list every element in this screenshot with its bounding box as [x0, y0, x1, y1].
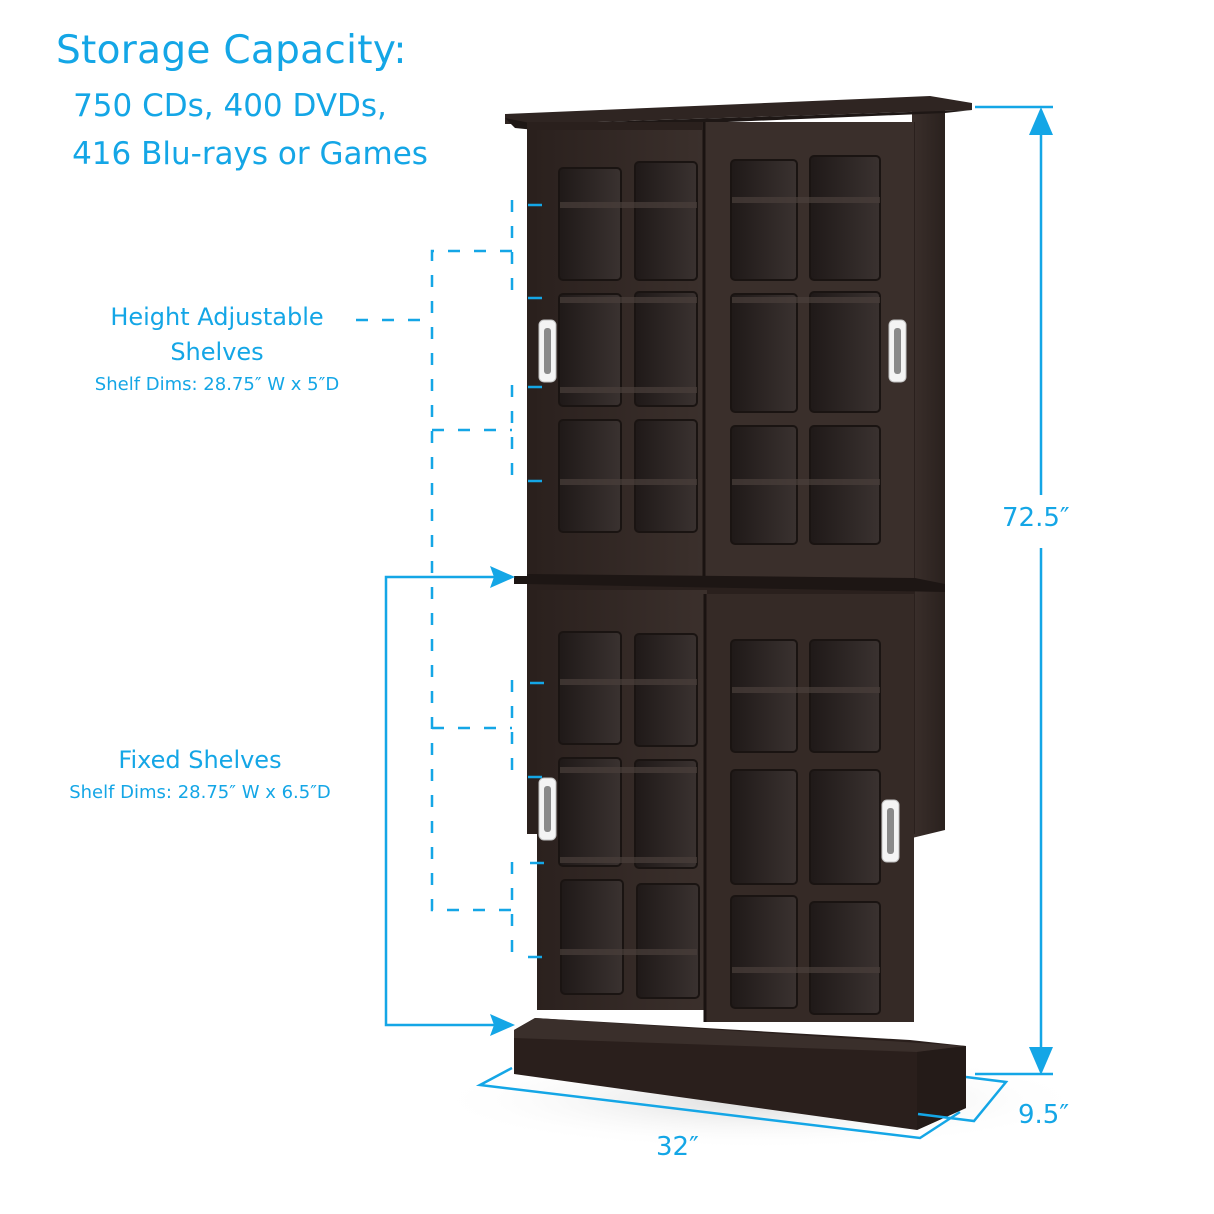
depth-dimension: 9.5″ — [1018, 1100, 1070, 1130]
width-dimension: 32″ — [656, 1132, 699, 1162]
fixed-shelf-dims: Shelf Dims: 28.75″ W x 6.5″D — [69, 782, 331, 803]
shelf-brackets — [356, 200, 514, 955]
adjustable-shelves-label-2: Shelves — [170, 338, 264, 366]
adjustable-shelves-label: Height Adjustable — [110, 303, 324, 331]
fixed-shelves-label: Fixed Shelves — [118, 746, 282, 774]
shelf-tick-marks — [528, 203, 544, 959]
storage-capacity-title: Storage Capacity: — [56, 28, 407, 73]
height-dimension: 72.5″ — [1002, 503, 1070, 533]
adjustable-shelf-dims: Shelf Dims: 28.75″ W x 5″D — [94, 374, 340, 395]
cabinet — [505, 96, 972, 1130]
dimension-lines — [384, 105, 1053, 1140]
capacity-line-1: 750 CDs, 400 DVDs, — [73, 88, 387, 124]
capacity-line-2: 416 Blu-rays or Games — [72, 136, 428, 172]
door-handles — [538, 319, 907, 863]
